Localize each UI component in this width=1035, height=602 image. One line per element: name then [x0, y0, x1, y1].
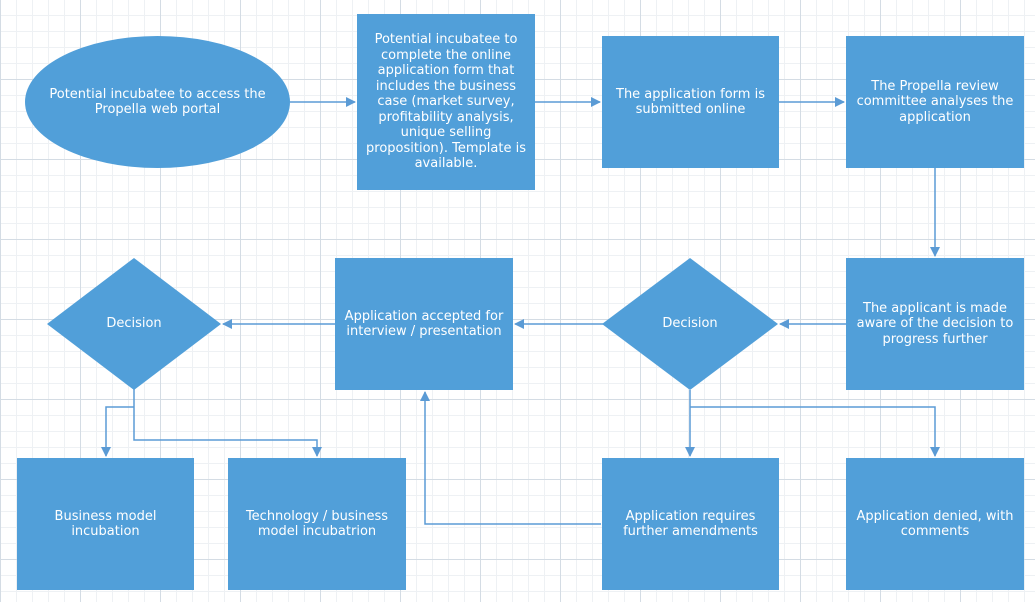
node-complete-form-label: Potential incubatee to complete the onli…	[366, 32, 526, 172]
node-review-committee-label: The Propella review committee analyses t…	[856, 78, 1014, 125]
node-accepted-interview[interactable]: Application accepted for interview / pre…	[335, 258, 513, 390]
node-business-model-incubation-label: Business model incubation	[54, 508, 157, 540]
node-denied-comments-label: Application denied, with comments	[856, 508, 1014, 540]
connector-amendments-to-accepted	[420, 391, 601, 525]
node-submitted-online[interactable]: The application form is submitted online	[602, 36, 779, 168]
node-requires-amendments[interactable]: Application requires further amendments	[602, 458, 779, 590]
diamond-shape	[602, 258, 778, 390]
node-accepted-interview-label: Application accepted for interview / pre…	[344, 308, 504, 340]
node-decision-left[interactable]: Decision	[47, 258, 221, 390]
node-review-committee[interactable]: The Propella review committee analyses t…	[846, 36, 1024, 168]
node-decision-left-label: Decision	[106, 316, 162, 332]
node-tech-business-incubation-label: Technology / business model incubatrion	[245, 508, 389, 540]
node-tech-business-incubation[interactable]: Technology / business model incubatrion	[228, 458, 406, 590]
diamond-shape	[47, 258, 221, 390]
node-access-portal[interactable]: Potential incubatee to access the Propel…	[25, 36, 290, 168]
node-decision-right[interactable]: Decision	[602, 258, 778, 390]
connector-decision-left-to-tech-business	[133, 388, 322, 457]
node-access-portal-label: Potential incubatee to access the Propel…	[49, 86, 266, 118]
node-decision-right-label: Decision	[662, 316, 718, 332]
node-complete-form[interactable]: Potential incubatee to complete the onli…	[357, 14, 535, 190]
node-made-aware[interactable]: The applicant is made aware of the decis…	[846, 258, 1024, 390]
node-business-model-incubation[interactable]: Business model incubation	[17, 458, 194, 590]
connector-decision-left-to-business-model	[101, 406, 134, 457]
node-submitted-online-label: The application form is submitted online	[616, 86, 765, 118]
node-made-aware-label: The applicant is made aware of the decis…	[856, 300, 1014, 347]
node-denied-comments[interactable]: Application denied, with comments	[846, 458, 1024, 590]
connector-decision-right-to-denied	[690, 406, 940, 457]
node-requires-amendments-label: Application requires further amendments	[623, 508, 758, 540]
